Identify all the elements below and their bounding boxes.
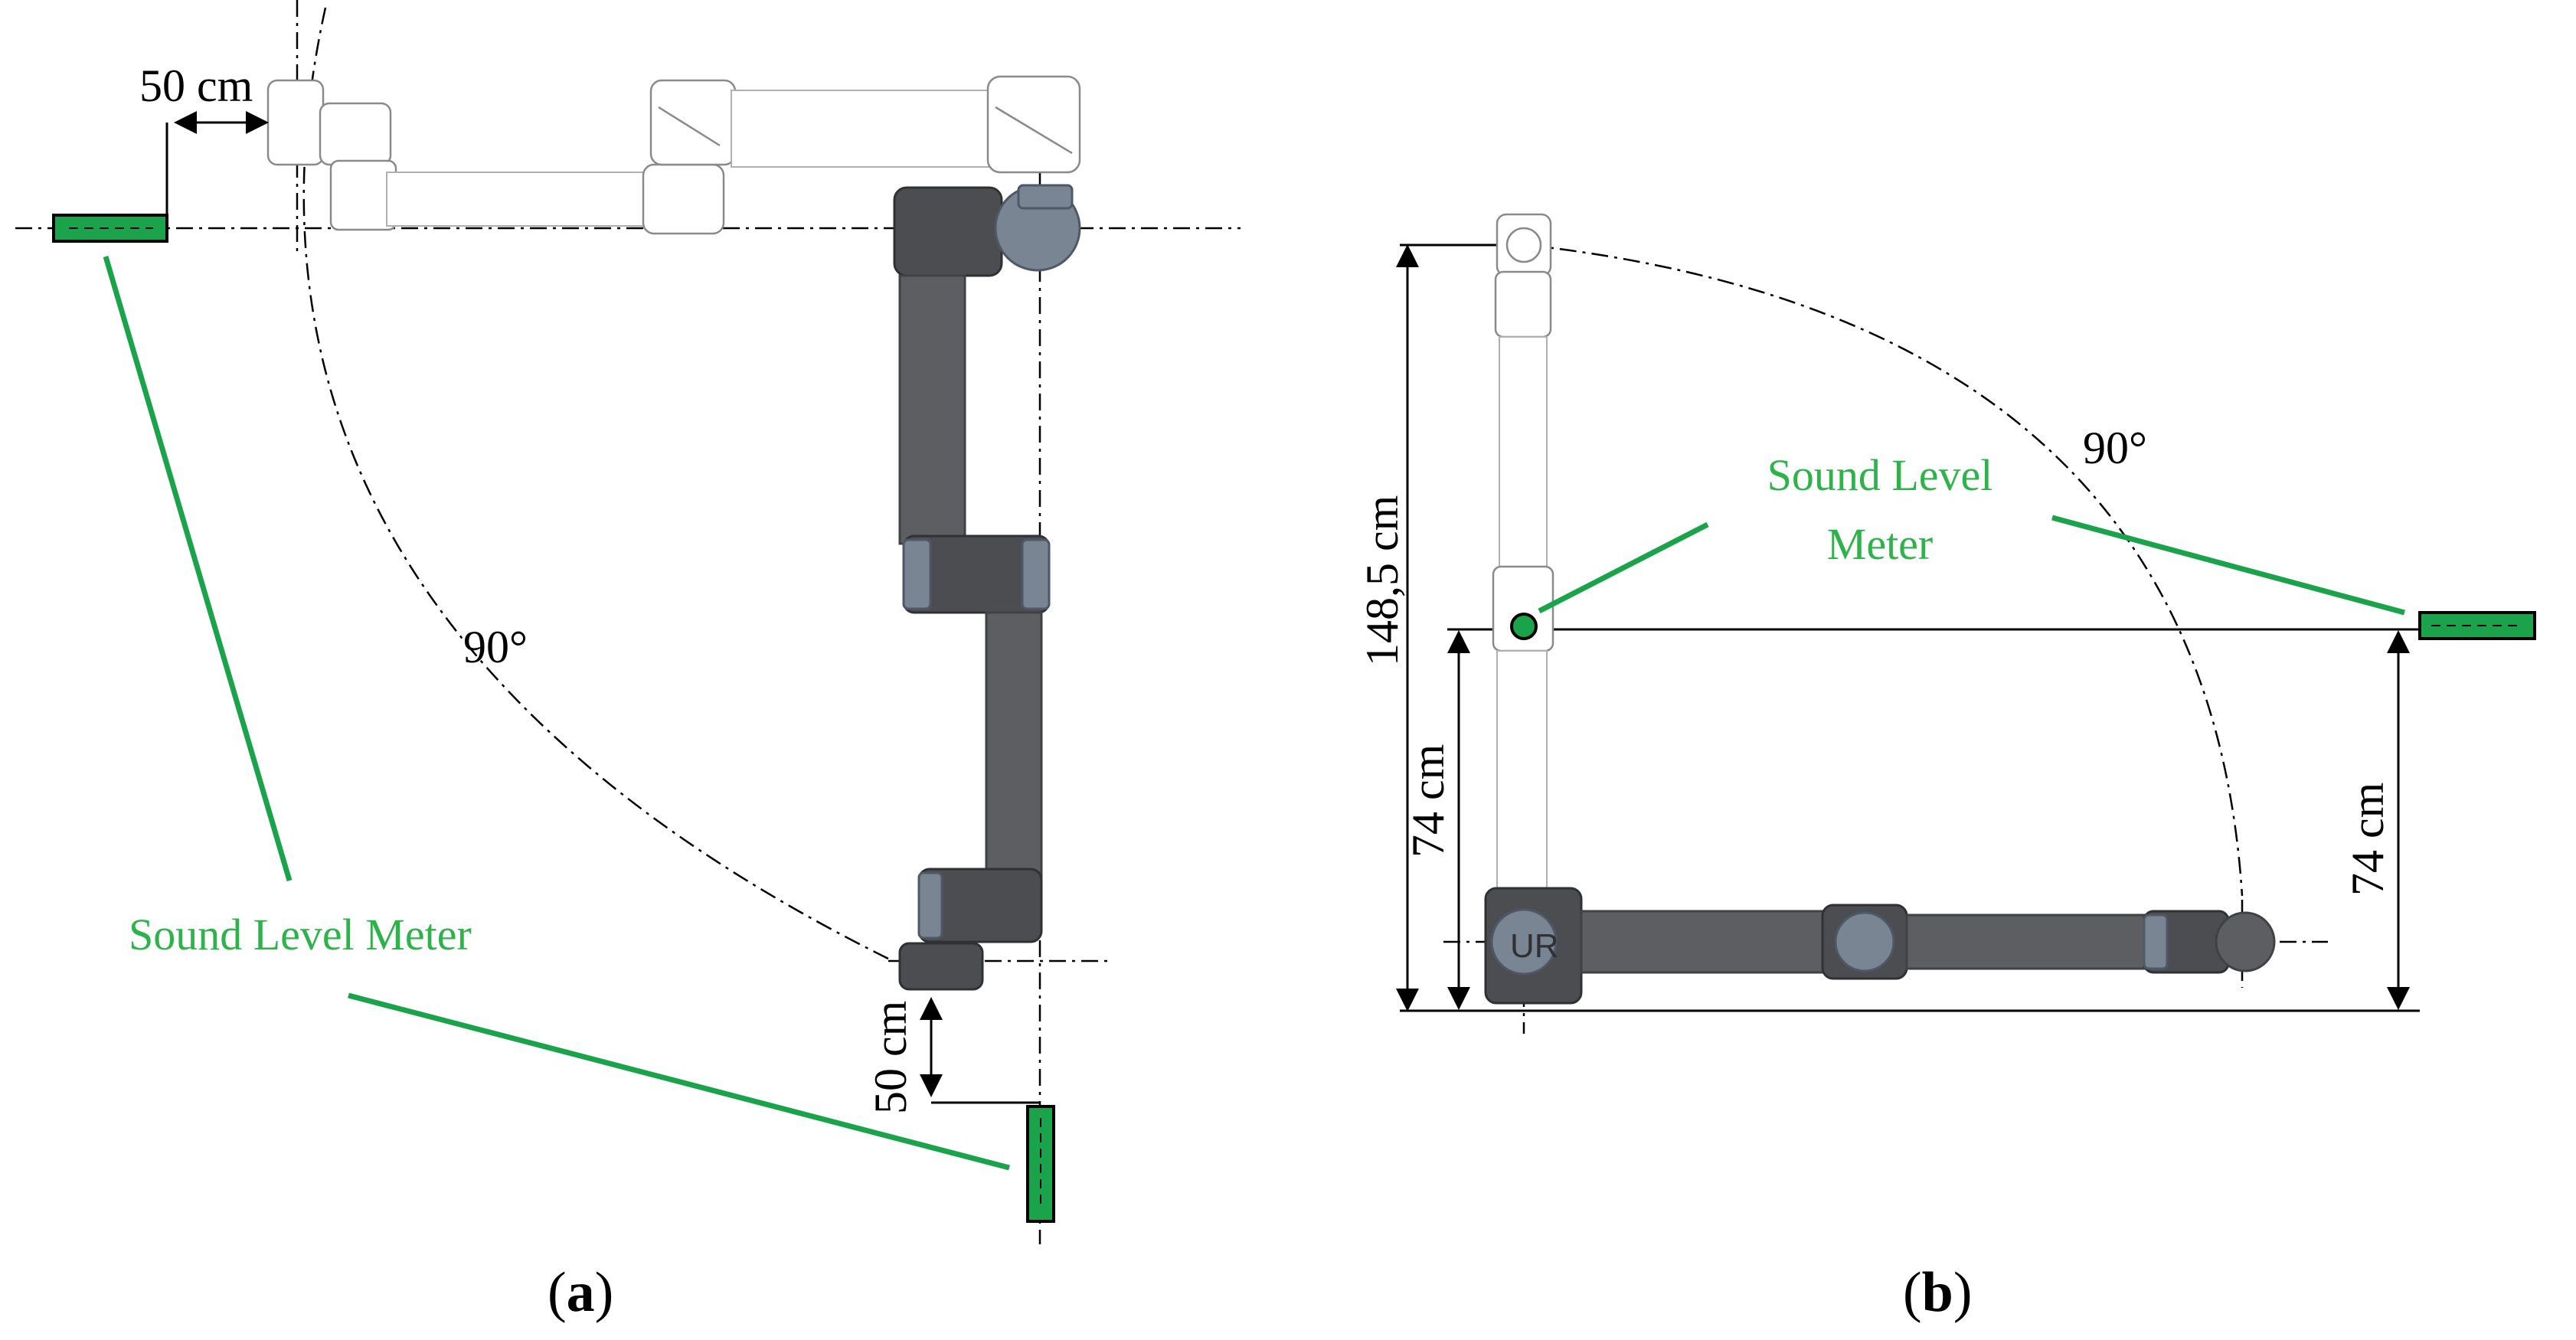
- panel-b-arc: [1527, 243, 2244, 897]
- dim-bottom-a-label: 50 cm: [865, 1001, 916, 1114]
- ghost-robot-a: [266, 75, 1081, 235]
- meter-pointer-b-2: [2051, 515, 2405, 616]
- svg-text:UR: UR: [1510, 927, 1559, 965]
- dim-right-b-label: 74 cm: [2342, 783, 2393, 896]
- angle-b-label: 90°: [2083, 423, 2147, 473]
- sound-level-meter-b-label-line1: Sound Level: [1767, 450, 1993, 500]
- angle-a-label: 90°: [463, 622, 528, 672]
- meter-pointer-a-2: [348, 992, 1010, 1171]
- dark-robot-b: UR: [1484, 887, 2276, 1005]
- dark-robot-a: [893, 184, 1081, 991]
- panel-b: UR 148,5 cm 74 cm 74 cm Sound Level Mete…: [1357, 213, 2536, 1324]
- meter-pointer-b-1: [1538, 521, 1709, 614]
- dim-top-a-label: 50 cm: [139, 60, 253, 111]
- caption-b: (b): [1903, 1261, 1972, 1324]
- dim-total-b-label: 148,5 cm: [1357, 495, 1407, 666]
- panel-a-arc: [302, 7, 889, 960]
- panel-a: 50 cm 50 cm Sound Level Meter 90° (a): [15, 0, 1241, 1324]
- sound-level-meter-b-label-line2: Meter: [1827, 519, 1934, 569]
- caption-a: (a): [548, 1261, 613, 1324]
- dim-left-b-label: 74 cm: [1403, 744, 1453, 858]
- sound-meter-dot-b: [1510, 613, 1538, 640]
- sound-level-meter-a-label: Sound Level Meter: [129, 910, 472, 959]
- ghost-robot-b: [1492, 213, 1554, 904]
- meter-pointer-a-1: [103, 256, 293, 881]
